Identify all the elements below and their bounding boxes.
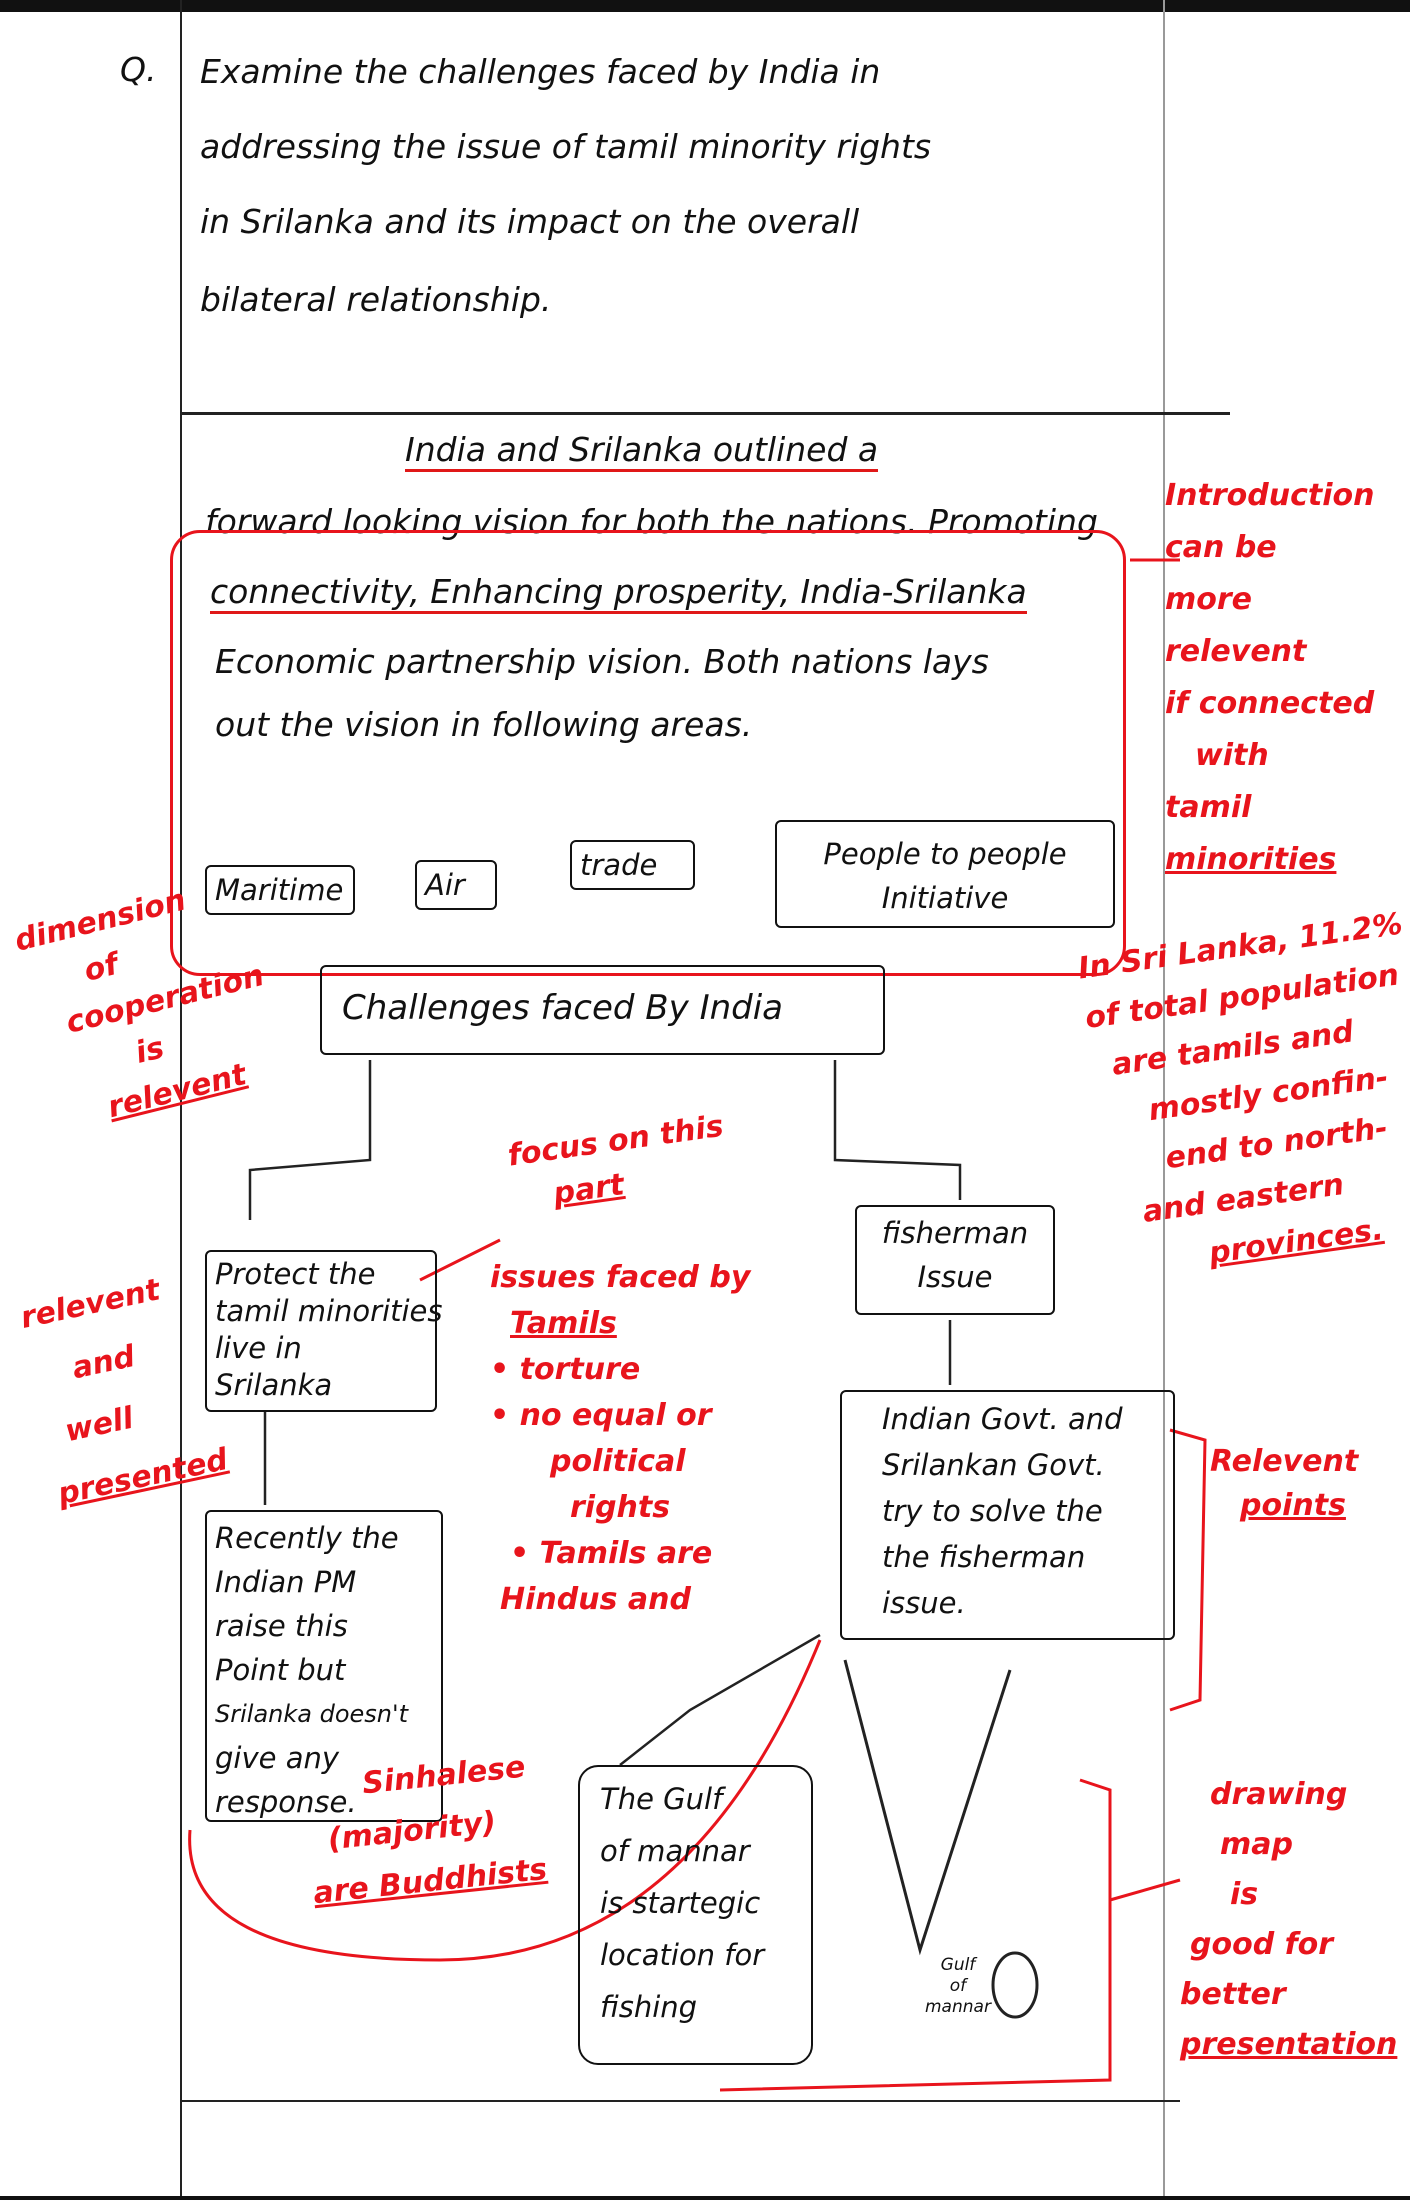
margin-line-right (1163, 0, 1165, 2200)
box-line: The Gulf (600, 1782, 723, 1816)
challenges-title-box: Challenges faced By India (320, 965, 885, 1055)
comment-line: map (1220, 1827, 1293, 1862)
bottom-divider (180, 2100, 1180, 2102)
comment-relevent-points: Relevent points (1210, 1440, 1358, 1528)
box-line: Srilankan Govt. (882, 1448, 1105, 1482)
comment-line: • torture (490, 1352, 641, 1387)
area-people: People to people Initiative (775, 820, 1115, 928)
comment-intro: Introduction can be more relevent if con… (1165, 470, 1374, 886)
box-line: tamil minorities (215, 1294, 443, 1328)
question-line: in Srilanka and its impact on the overal… (200, 202, 860, 241)
box-line: location for (600, 1938, 765, 1972)
box-line: Point but (215, 1653, 346, 1687)
comment-line: can be (1165, 530, 1277, 565)
protect-tamils-box: Protect the tamil minorities live in Sri… (205, 1250, 443, 1412)
comment-issues: issues faced by Tamils • torture • no eq… (490, 1255, 750, 1623)
box-line: raise this (215, 1609, 348, 1643)
comment-line: • no equal or (490, 1398, 712, 1433)
box-line: issue. (882, 1586, 966, 1620)
comment-line: political (550, 1444, 686, 1479)
box-line: fishing (600, 1990, 698, 2024)
bottom-scan-edge (0, 2196, 1410, 2200)
comment-line: Introduction (1165, 478, 1375, 513)
area-label: Air (425, 868, 465, 902)
gulf-of-mannar-box: The Gulf of mannar is startegic location… (578, 1765, 813, 2065)
comment-line: Relevent (1210, 1444, 1359, 1479)
govt-effort-box: Indian Govt. and Srilankan Govt. try to … (840, 1390, 1175, 1640)
area-trade: trade (570, 840, 695, 890)
comment-line: if connected (1165, 686, 1375, 721)
area-maritime: Maritime (205, 865, 355, 915)
comment-line: Tamils (510, 1306, 617, 1341)
box-line: Indian PM (215, 1565, 357, 1599)
comment-line: • Tamils are (510, 1536, 713, 1571)
box-line: is startegic (600, 1886, 761, 1920)
recent-pm-box: Recently the Indian PM raise this Point … (205, 1510, 443, 1822)
question-line: addressing the issue of tamil minority r… (200, 127, 932, 166)
comment-sinhalese: Sinhalese (majority) are Buddhists (300, 1740, 550, 1920)
box-line: Srilanka doesn't (215, 1700, 408, 1728)
area-air: Air (415, 860, 497, 910)
box-line: give any (215, 1741, 340, 1775)
map-label-line: of (949, 1976, 967, 1996)
box-line: response. (215, 1785, 357, 1819)
map-label-line: Gulf (940, 1955, 976, 1975)
comment-line: better (1180, 1977, 1286, 2012)
comment-line: tamil (1165, 790, 1252, 825)
comment-line: rights (570, 1490, 671, 1525)
intro-red-bracket (170, 530, 1126, 976)
intro-line: India and Srilanka outlined a (405, 430, 879, 472)
box-line: fisherman (881, 1216, 1029, 1250)
box-line: of mannar (600, 1834, 750, 1868)
box-line: Indian Govt. and (882, 1402, 1123, 1436)
top-scan-edge (0, 0, 1410, 12)
map-label-line: mannar (925, 1997, 991, 2017)
intro-line: Economic partnership vision. Both nation… (215, 642, 989, 681)
box-line: Issue (917, 1260, 993, 1294)
question-number: Q. (120, 50, 157, 89)
margin-line (180, 0, 182, 2200)
comment-stats: In Sri Lanka, 11.2% of total population … (1075, 899, 1410, 1291)
challenges-title: Challenges faced By India (342, 988, 784, 1028)
question-divider (180, 412, 1230, 415)
comment-line: good for (1190, 1927, 1334, 1962)
comment-line: drawing (1210, 1777, 1348, 1812)
question-line: Examine the challenges faced by India in (200, 52, 881, 91)
comment-line: issues faced by (490, 1260, 751, 1295)
box-line: try to solve the (882, 1494, 1103, 1528)
box-line: Recently the (215, 1521, 399, 1555)
box-line: Srilanka (215, 1368, 333, 1402)
comment-line: Hindus and (500, 1582, 691, 1617)
box-line: live in (215, 1331, 302, 1365)
area-label: People to people Initiative (823, 837, 1067, 915)
intro-line: out the vision in following areas. (215, 705, 753, 744)
area-label: Maritime (215, 873, 344, 907)
comment-line: is (1230, 1877, 1259, 1912)
comment-line: minorities (1165, 842, 1337, 877)
comment-line: with (1195, 738, 1269, 773)
comment-line: points (1240, 1488, 1346, 1523)
comment-line: more (1165, 582, 1253, 617)
area-label: trade (580, 848, 658, 882)
map-island (991, 1951, 1039, 2019)
box-line: Protect the (215, 1257, 376, 1291)
comment-line: presentation (1180, 2027, 1398, 2062)
map-coastline (843, 1659, 1012, 1956)
comment-line: relevent (1165, 634, 1307, 669)
intro-line: forward looking vision for both the nati… (205, 502, 1098, 541)
map-label: Gulf of mannar (925, 1955, 991, 2018)
comment-map: drawing map is good for better presentat… (1180, 1770, 1397, 2070)
box-line: the fisherman (882, 1540, 1086, 1574)
intro-line: connectivity, Enhancing prosperity, Indi… (210, 572, 1027, 614)
fisherman-issue-box: fisherman Issue (855, 1205, 1055, 1315)
question-line: bilateral relationship. (200, 280, 552, 319)
